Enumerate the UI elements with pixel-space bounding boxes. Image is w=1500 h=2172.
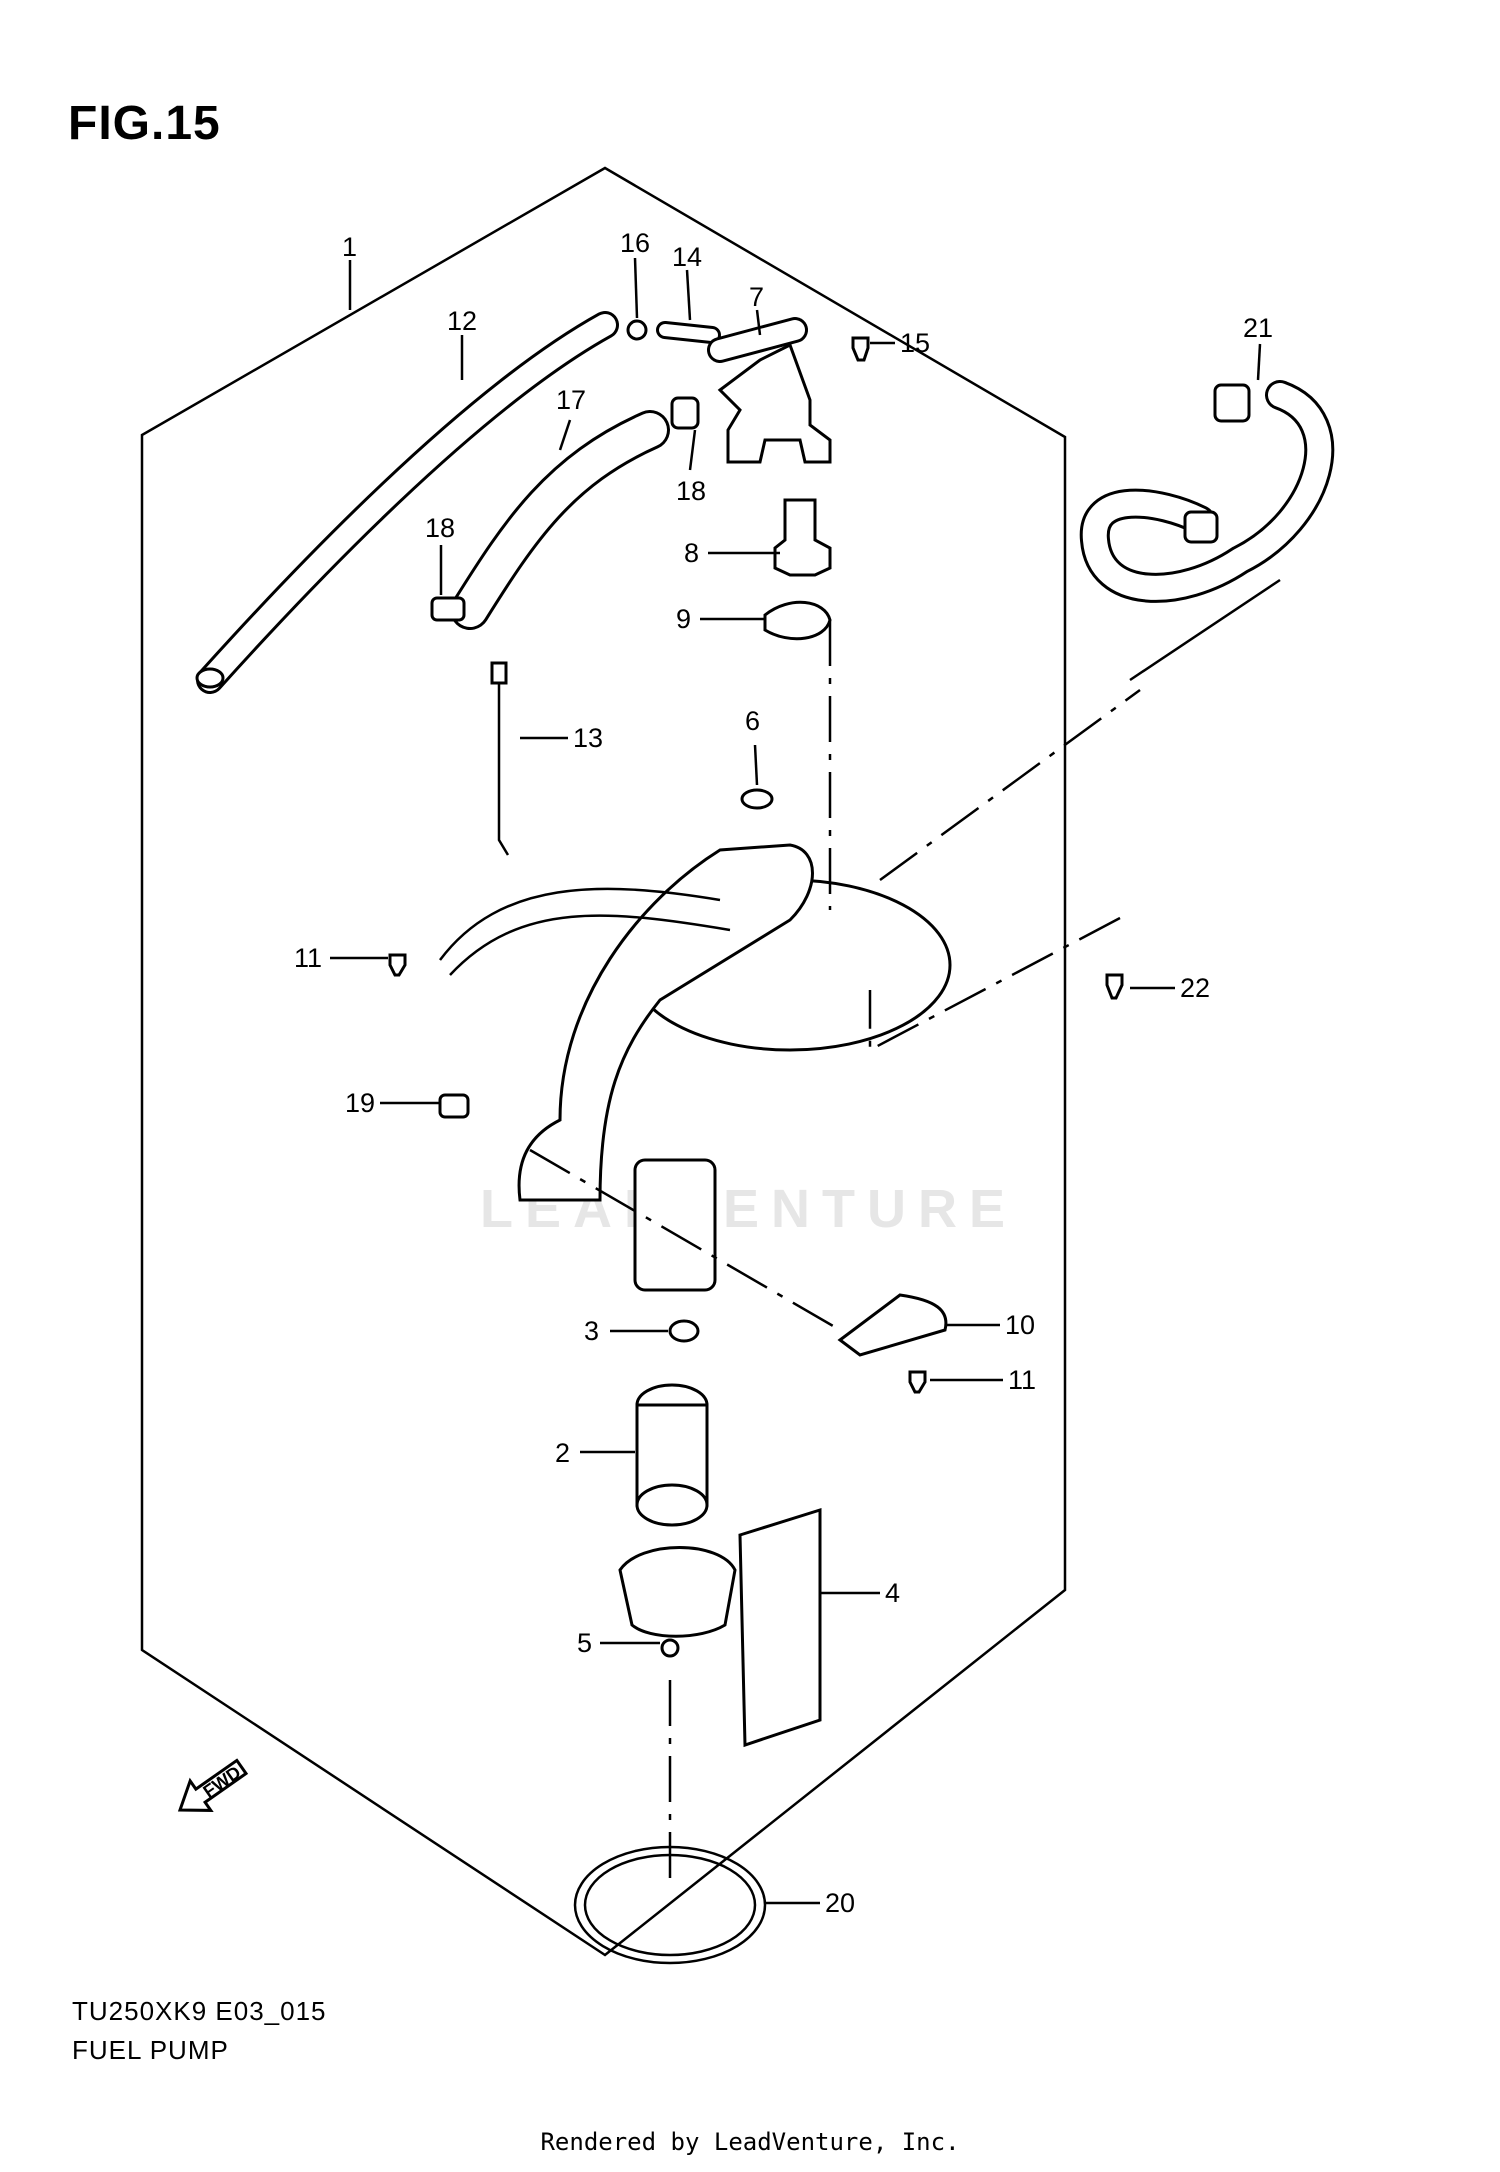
callout-6: 6 [745,706,760,736]
callout-17: 17 [556,385,586,415]
part-valve [717,342,832,464]
callout-20: 20 [825,1888,855,1918]
diagram-name: FUEL PUMP [72,2035,229,2065]
part-circlip [660,1638,680,1658]
part-cable-tie-head [490,661,508,685]
callout-16: 16 [620,228,650,258]
callout-9: 9 [676,604,691,634]
callout-14: 14 [672,242,702,272]
leader-16 [633,257,639,319]
part-o-ring [740,788,774,810]
callout-1: 1 [342,232,357,262]
callout-15: 15 [900,328,930,358]
callout-5: 5 [577,1628,592,1658]
callout-11a: 11 [294,943,322,973]
part-screw-22 [1105,973,1124,1000]
part-band [837,1293,948,1357]
figure-title: FIG.15 [68,97,221,150]
part-wire-harness [439,887,721,961]
part-hose-clamp [670,396,700,430]
leader-21-box [1129,578,1281,682]
callout-21: 21 [1243,313,1273,343]
callout-22: 22 [1180,973,1210,1003]
callout-2: 2 [555,1438,570,1468]
footer-credit: Rendered by LeadVenture, Inc. [540,2128,960,2156]
part-screw-15 [851,336,870,362]
callout-18b: 18 [425,513,455,543]
centerline-connector [879,688,1141,882]
part-clamp-19 [438,1093,470,1119]
callout-13: 13 [573,723,603,753]
callout-3: 3 [584,1316,599,1346]
part-screw-11b [908,1370,927,1394]
part-fuel-filter [738,1507,822,1748]
callout-4: 4 [885,1578,900,1608]
part-clip [626,319,648,341]
callout-12: 12 [447,306,477,336]
callout-11b: 11 [1008,1365,1036,1395]
part-pressure-regulator [773,498,832,577]
part-fuel-hose-assembly [1079,380,1335,603]
callout-8: 8 [684,538,699,568]
leader-7 [755,309,762,336]
part-hose-clamp-lower [430,596,466,622]
callout-18a: 18 [676,476,706,506]
callout-7: 7 [749,282,764,312]
leader-21 [1256,343,1262,381]
callout-10: 10 [1005,1310,1035,1340]
part-retainer-clip [763,600,832,641]
part-o-ring-3 [668,1319,700,1343]
leader-18a [688,429,697,471]
part-quick-connector-top [1213,383,1251,423]
leader-17 [558,419,572,451]
part-pump-bracket [517,843,814,1202]
leader-6 [753,744,759,786]
diagram-code: TU250XK9 E03_015 [72,1996,327,2026]
centerline-screw-22 [868,916,1121,1053]
part-cable-tie [497,683,510,856]
part-quick-connector-bottom [1183,510,1219,544]
part-pump-holder [618,1546,737,1638]
fwd-arrow-icon: FWD [177,1758,249,1812]
centerline-band [529,1148,841,1332]
callout-19: 19 [345,1088,375,1118]
assembly-boundary [140,166,1067,1957]
part-screw-11a [388,953,407,977]
part-pump-housing [633,1158,717,1292]
leader-14 [685,269,692,321]
